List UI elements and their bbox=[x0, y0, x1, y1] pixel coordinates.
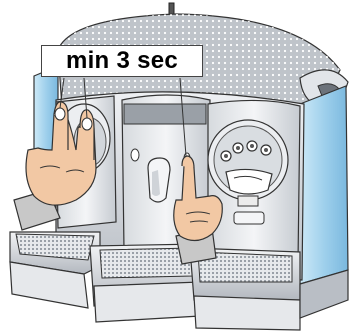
min-3-sec-label: min 3 sec bbox=[41, 45, 203, 77]
right-side-panel bbox=[300, 86, 348, 284]
right-brew-panel bbox=[208, 100, 300, 262]
